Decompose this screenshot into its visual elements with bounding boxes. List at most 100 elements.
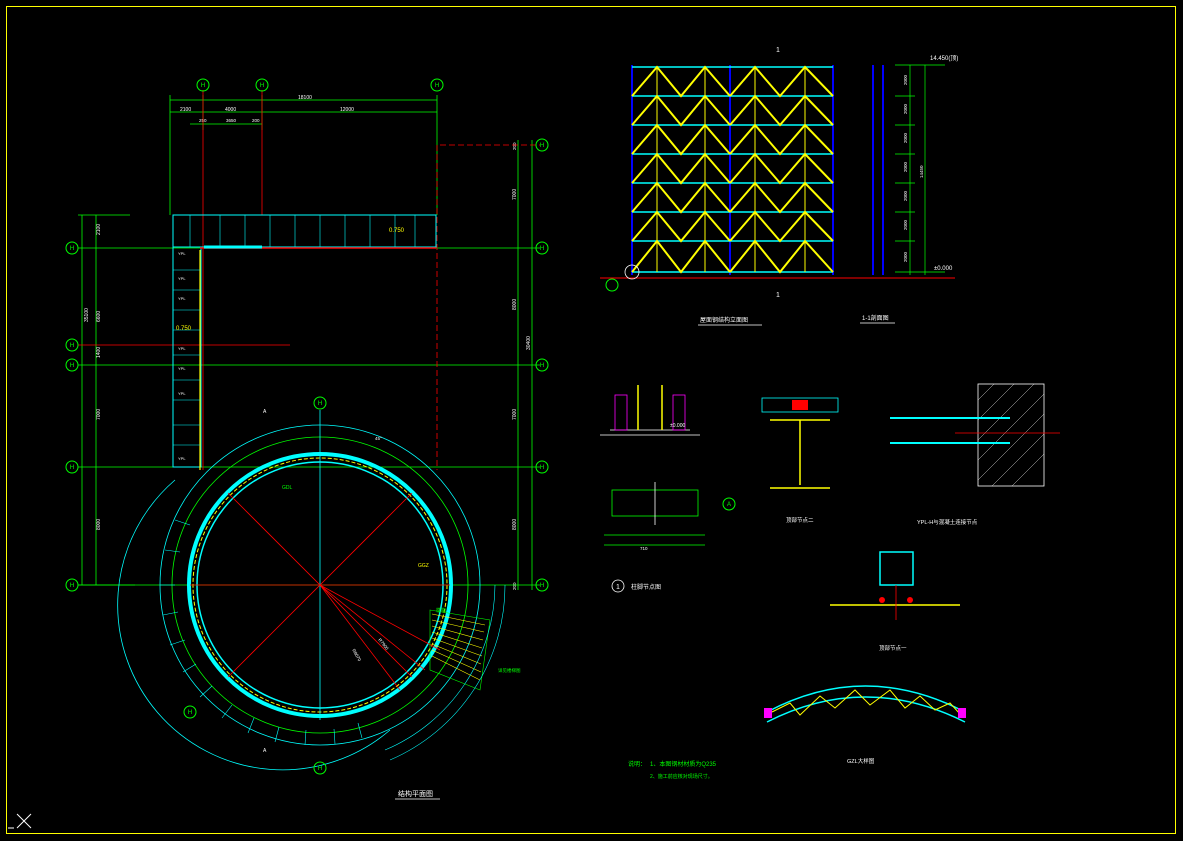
axis-label: H bbox=[70, 246, 74, 252]
d2-title: 顶部节点二 bbox=[786, 516, 814, 524]
d1-circle-number: 1 bbox=[616, 584, 620, 591]
d1-circle bbox=[611, 579, 625, 593]
section11-title: 1-1剖面图 bbox=[862, 314, 889, 322]
elev-dim: 2000 bbox=[903, 161, 908, 172]
label-section-a2: A bbox=[263, 748, 267, 754]
d4-bolt-left bbox=[879, 597, 885, 603]
elev-dim: 2000 bbox=[903, 219, 908, 230]
elev-section-mark: 1 bbox=[776, 47, 780, 54]
notes-line2: 2、施工前应核对现场尺寸。 bbox=[650, 773, 713, 780]
beam-tag: YPL bbox=[178, 391, 186, 396]
d1-axis-bubble bbox=[722, 497, 736, 511]
label-stair: 楼梯 bbox=[436, 607, 446, 614]
d1-title: 柱脚节点图 bbox=[631, 583, 661, 591]
beam-tag: YPL bbox=[178, 296, 186, 301]
ucs-icon bbox=[8, 813, 32, 829]
axis-label: H bbox=[188, 710, 192, 716]
axis-label: H bbox=[260, 83, 264, 89]
axis-bubble-labels: H H H H H H H H H H H H H H H H bbox=[70, 83, 544, 772]
plan-top-dims bbox=[169, 95, 438, 215]
dim-right-5: 8000 bbox=[512, 519, 518, 530]
d5-title: GZL大样图 bbox=[847, 757, 875, 765]
elev-dim: 2000 bbox=[903, 103, 908, 114]
beam-tag: YPL bbox=[178, 251, 186, 256]
elev-dim: 2000 bbox=[903, 190, 908, 201]
d4-box bbox=[879, 551, 914, 586]
axis-label: H bbox=[70, 465, 74, 471]
d5-web bbox=[771, 689, 961, 716]
axis-label: H bbox=[435, 83, 439, 89]
d1-level: ±0.000 bbox=[670, 423, 685, 429]
plan-stair bbox=[384, 584, 506, 761]
d5-support-left bbox=[764, 708, 772, 718]
axis-label: H bbox=[318, 401, 322, 407]
plan-beam-tags: YPL YPL YPL YPL YPL YPL YPL bbox=[178, 251, 186, 461]
plan-labels: GDL GGZ R7900 R8070 楼梯 详见楼梯图 A A 45° bbox=[263, 409, 521, 754]
detail-ypl-concrete: YPL-H与混凝土连接节点 bbox=[890, 383, 1060, 526]
beam-tag: YPL bbox=[178, 456, 186, 461]
d1-axis-label: A bbox=[727, 502, 731, 508]
axis-label: H bbox=[540, 583, 544, 589]
dim-left-4: 1400 bbox=[96, 347, 102, 358]
beam-tag: YPL bbox=[178, 276, 186, 281]
elevation-chords bbox=[632, 66, 833, 273]
dim-top-2: 4000 bbox=[225, 107, 236, 113]
axis-label: H bbox=[540, 465, 544, 471]
dim-right-7: 200 bbox=[512, 582, 517, 590]
plan-left-dims bbox=[78, 214, 135, 586]
dim-right-6: 200 bbox=[512, 142, 517, 150]
d1-dim: 710 bbox=[640, 546, 648, 551]
axis-label: H bbox=[540, 246, 544, 252]
axis-label: H bbox=[70, 343, 74, 349]
detail-column-base: ±0.000 A 710 1 柱脚节点图 bbox=[600, 385, 736, 593]
d5-top-chord bbox=[766, 685, 966, 713]
notes: 说明： 1、本图钢材材质为Q235 2、施工前应核对现场尺寸。 bbox=[628, 760, 717, 780]
beam-tag: YPL bbox=[178, 366, 186, 371]
plan-axis-lines bbox=[78, 90, 540, 586]
detail-top-node-2: 顶部节点二 bbox=[761, 397, 839, 524]
axis-label: H bbox=[70, 583, 74, 589]
beam-tag: YPL bbox=[178, 346, 186, 351]
d3-title: YPL-H与混凝土连接节点 bbox=[917, 518, 978, 526]
elevation-dims bbox=[895, 64, 945, 275]
dim-right-2: 8000 bbox=[512, 299, 518, 310]
dim-top-3: 12000 bbox=[340, 107, 354, 113]
dim-left-6: 8000 bbox=[96, 519, 102, 530]
label-section-a: A bbox=[263, 409, 267, 415]
dim-top-5: 3650 bbox=[226, 118, 237, 123]
elevation-truss bbox=[631, 65, 834, 274]
elevation-view: 2000 2000 2000 2000 2000 2000 2000 14450… bbox=[600, 47, 958, 326]
axis-label: H bbox=[540, 143, 544, 149]
label-stair-note: 详见楼梯图 bbox=[498, 667, 521, 674]
elev-axis-bubble bbox=[605, 278, 619, 292]
elev-detail-marker bbox=[624, 264, 640, 280]
dim-left-5: 7000 bbox=[96, 409, 102, 420]
dim-right-4: 7000 bbox=[512, 409, 518, 420]
dim-left-3: 35100 bbox=[84, 308, 90, 322]
plan-l-beam bbox=[172, 214, 437, 470]
label-gdl: GDL bbox=[282, 485, 293, 491]
axis-label: H bbox=[540, 363, 544, 369]
label-r2: R8070 bbox=[351, 648, 362, 662]
elevation-title: 屋面钢结构立面图 bbox=[700, 316, 748, 324]
plan-level-b: 0.750 bbox=[176, 326, 192, 332]
plan-ring-ticks bbox=[160, 519, 363, 746]
elevation-dim-labels: 2000 2000 2000 2000 2000 2000 2000 14450 bbox=[903, 74, 924, 262]
dim-left-2: 6600 bbox=[96, 311, 102, 322]
d4-title: 顶部节点一 bbox=[879, 644, 907, 652]
dim-top-total: 18100 bbox=[298, 95, 312, 101]
elev-level-bottom: ±0.000 bbox=[934, 266, 953, 272]
dim-top-6: 200 bbox=[252, 118, 260, 123]
plan-title: 结构平面图 bbox=[398, 789, 433, 798]
label-angle: 45° bbox=[375, 436, 382, 441]
dim-left-1: 2100 bbox=[96, 224, 102, 235]
elev-dim: 2000 bbox=[903, 132, 908, 143]
plan-level-a: 0.750 bbox=[389, 228, 405, 234]
axis-label: H bbox=[318, 766, 322, 772]
elev-dim: 2000 bbox=[903, 74, 908, 85]
detail-top-node-1: 顶部节点一 bbox=[830, 551, 960, 652]
axis-label: H bbox=[201, 83, 205, 89]
d2-section bbox=[761, 397, 839, 489]
elev-dim-total: 14450 bbox=[919, 165, 924, 178]
